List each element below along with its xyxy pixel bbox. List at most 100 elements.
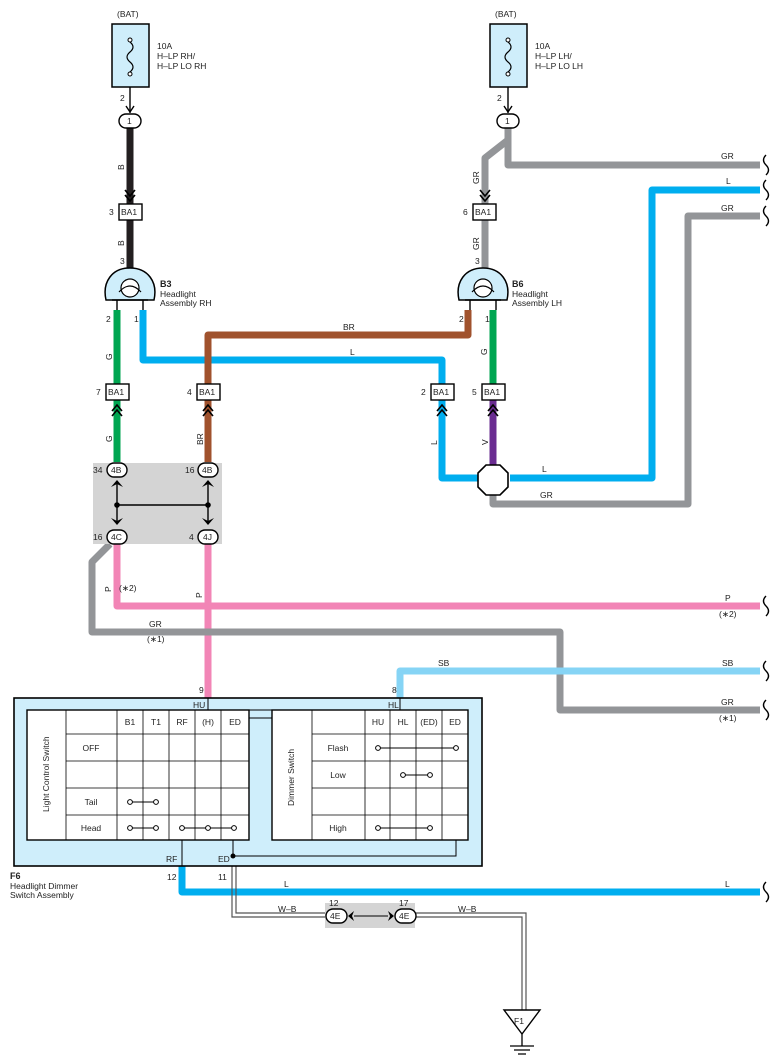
ba1-label-4: BA1 [199,387,215,397]
wire-label-l-6: L [725,879,730,889]
pin-b3-1: 1 [134,314,139,324]
wire-l-right [510,186,760,482]
bat-label-lh: (BAT) [495,9,517,19]
pin-b6-2: 2 [459,314,464,324]
pin-4c-16: 16 [93,532,103,542]
fuse-rh-line1: H–LP RH/ [157,51,196,61]
dimmer-col-ed-paren: (ED) [420,717,438,727]
wire-label-wb-1: W–B [278,904,297,914]
pin-4e-17: 17 [399,898,409,908]
note-1-right: (∗1) [719,713,737,723]
b6-line1: Headlight [512,289,549,299]
b6-code: B6 [512,279,524,289]
pin-f6-12: 12 [167,872,177,882]
connector-4e-right: 4E [399,911,410,921]
fuse-lh-line2: H–LP LO LH [535,61,583,71]
dimmer-row-flash: Flash [328,743,349,753]
pin-fuse-lh: 2 [497,93,502,103]
fuse-lh [489,23,528,114]
wire-label-g-2: G [479,348,489,355]
wire-label-gr-3: GR [721,151,734,161]
pin-4b-34: 34 [93,465,103,475]
b3-code: B3 [160,279,172,289]
pin-ba1-3: 3 [109,207,114,217]
ba1-label-2: BA1 [433,387,449,397]
pin-b3-3: 3 [120,256,125,266]
wire-label-l-2: L [350,347,355,357]
pin-b6-1: 1 [485,314,490,324]
light-col-ed: ED [229,717,241,727]
f6-line2: Switch Assembly [10,890,75,900]
dimmer-table-title: Dimmer Switch [286,749,296,806]
dimmer-row-high: High [329,823,347,833]
light-table-title: Light Control Switch [41,736,51,812]
f6-code: F6 [10,871,21,881]
splice-octagon [477,464,509,496]
terminal-hl: HL [388,700,399,710]
fuse-rh [111,23,150,114]
connector-4b-right: 4B [202,465,213,475]
light-row-tail: Tail [85,797,98,807]
connector-4j: 4J [203,532,212,542]
wire-label-l-3: L [429,440,439,445]
fuse-lh-line1: H–LP LH/ [535,51,572,61]
note-1-left: (∗1) [147,634,165,644]
wire-label-gr-5: GR [540,490,553,500]
wire-label-l-5: L [284,879,289,889]
wire-label-br-2: BR [195,433,205,445]
terminal-ed: ED [218,854,230,864]
b3-line1: Headlight [160,289,197,299]
fuse-rh-line2: H–LP LO RH [157,61,206,71]
pin-ba1-6: 6 [463,207,468,217]
light-col-t1: T1 [151,717,161,727]
light-row-head: Head [81,823,102,833]
light-col-rf: RF [176,717,187,727]
pin-f6-11: 11 [218,872,227,882]
wire-gr-4c [88,541,760,714]
wire-label-p-2: P [194,592,204,598]
ground-symbol [502,1009,542,1055]
light-row-off: OFF [83,743,100,753]
wire-label-p-3: P [725,593,731,603]
wire-label-gr-6: GR [149,619,162,629]
wire-label-sb-1: SB [438,658,450,668]
connector-4e-left: 4E [330,911,341,921]
bat-label-rh: (BAT) [117,9,139,19]
dimmer-col-ed: ED [449,717,461,727]
pin-ba1-5: 5 [472,387,477,397]
wire-label-p-1: P [103,586,113,592]
dimmer-switch-table [271,709,469,841]
ba1-label-top-rh: BA1 [121,207,137,217]
pill-1-lh: 1 [505,116,510,126]
wire-label-gr-2: GR [471,237,481,250]
fuse-lh-amp: 10A [535,41,550,51]
terminal-rf: RF [166,854,177,864]
pin-b3-2: 2 [106,314,111,324]
f6-line1: Headlight Dimmer [10,881,78,891]
wire-p-right [113,544,760,610]
wire-wb-inner [235,865,527,1010]
b3-line2: Assembly RH [160,298,211,308]
wire-label-v: V [480,439,490,445]
headlight-lh-symbol [457,267,509,310]
dimmer-row-low: Low [330,770,346,780]
wire-label-b-2: B [116,240,126,246]
wire-label-sb-2: SB [722,658,734,668]
ba1-label-top-lh: BA1 [475,207,491,217]
wire-gr-right [489,212,760,508]
terminal-hu: HU [193,700,205,710]
wire-label-gr-4: GR [721,203,734,213]
pin-fuse-rh: 2 [120,93,125,103]
wire-l-bottom [178,865,760,896]
fuse-rh-amp: 10A [157,41,172,51]
dimmer-col-hu: HU [372,717,384,727]
pin-b6-3: 3 [475,256,480,266]
wire-label-g-1: G [104,353,114,360]
wire-l-b3 [139,310,478,482]
wire-label-b-1: B [116,164,126,170]
wire-gr-top-right [504,128,760,169]
pin-f6-9: 9 [199,685,204,695]
pin-ba1-4: 4 [187,387,192,397]
wire-label-wb-2: W–B [458,904,477,914]
wire-wb-outer [231,865,523,1010]
